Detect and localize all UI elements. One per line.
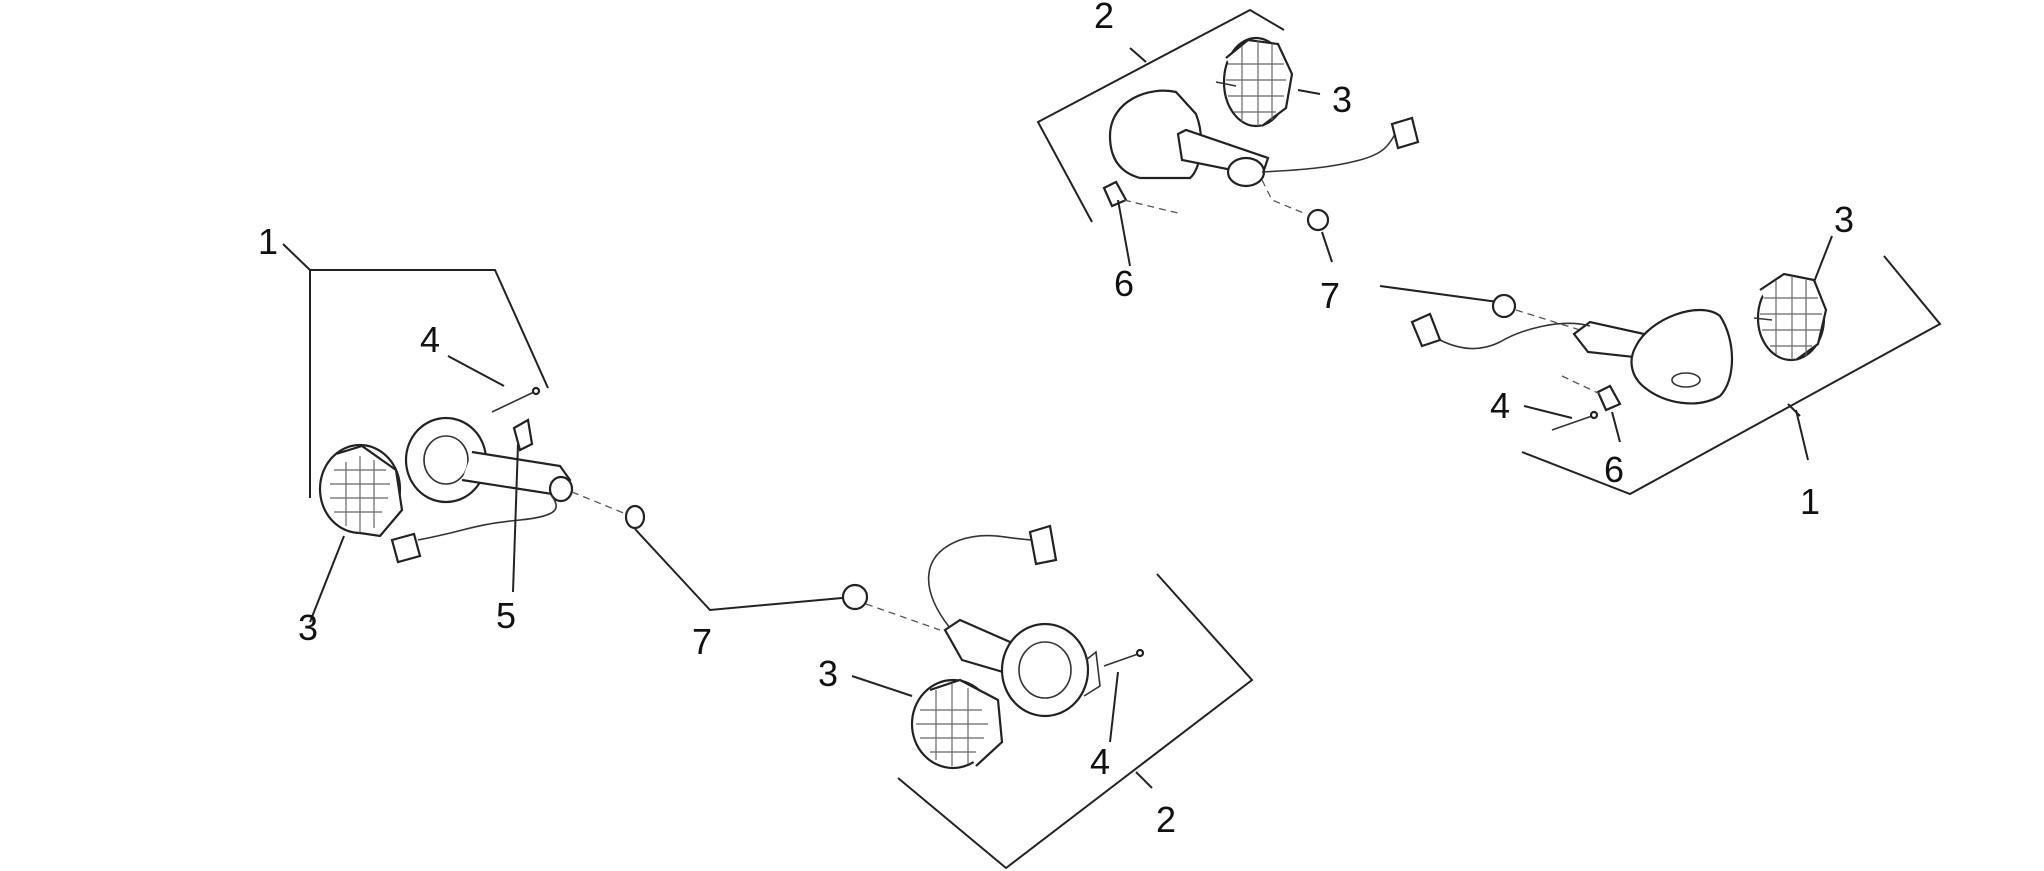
- callout-4-bottom: 4: [1090, 741, 1110, 782]
- callout-5-left: 5: [496, 595, 516, 636]
- connector-right-front: [1390, 116, 1420, 150]
- screw-4-left: [491, 391, 535, 413]
- connector-left-rear: [390, 532, 422, 564]
- lens-left-front: [910, 678, 1004, 770]
- callout-2-bottom: 2: [1156, 799, 1176, 840]
- connector-left-front: [1028, 524, 1058, 566]
- nut-left-rear: [624, 504, 646, 530]
- bolt-6-top: [1102, 180, 1128, 208]
- callout-4-left: 4: [420, 319, 440, 360]
- nut-right-rear: [1491, 293, 1517, 319]
- housing-right-rear: [1572, 308, 1734, 405]
- housing-left-front: [943, 618, 1101, 718]
- callout-3-top: 3: [1332, 79, 1352, 120]
- wire-left-front: [927, 534, 1036, 629]
- nut-left-front: [841, 583, 869, 611]
- housing-left-rear: [404, 416, 574, 504]
- callout-6-top: 6: [1114, 263, 1134, 304]
- lens-left-rear: [318, 443, 404, 538]
- callout-7-left: 7: [692, 621, 712, 662]
- lens-right-front: [1215, 36, 1294, 128]
- callout-3-left: 3: [298, 607, 318, 648]
- housing-right-front: [1108, 89, 1270, 188]
- callout-4-right: 4: [1490, 385, 1510, 426]
- callout-2-top: 2: [1094, 0, 1114, 36]
- wire-left-rear: [417, 495, 557, 541]
- callout-3-right: 3: [1834, 199, 1854, 240]
- assembly-left-rear: 1 4 3 5 7: [258, 221, 843, 662]
- wire-right-rear: [1439, 322, 1591, 350]
- assembly-right-rear: 3 4 6 1: [1410, 199, 1942, 522]
- callout-3-bottom: 3: [818, 653, 838, 694]
- wire-right-front: [1261, 129, 1399, 173]
- bracket-group-1-right: [1521, 255, 1942, 496]
- bolt-5: [512, 418, 534, 452]
- bracket-group-2-bottom: [897, 573, 1254, 870]
- callout-7-right: 7: [1320, 275, 1340, 316]
- bracket-group-2-top: [1036, 8, 1285, 223]
- assembly-right-front: 2 3 6 7: [1036, 0, 1499, 316]
- nut-right-front: [1306, 208, 1330, 232]
- callout-1-left: 1: [258, 221, 278, 262]
- bolt-6-right: [1596, 384, 1622, 412]
- callout-1-right: 1: [1800, 481, 1820, 522]
- assembly-left-front: 3 4 2: [818, 524, 1254, 870]
- lens-right-rear: [1753, 272, 1828, 362]
- screw-4-bottom: [1103, 653, 1139, 667]
- screw-4-right: [1551, 415, 1593, 431]
- connector-right-rear: [1410, 312, 1442, 348]
- callout-6-right: 6: [1604, 449, 1624, 490]
- bracket-group-1-left: [282, 243, 549, 498]
